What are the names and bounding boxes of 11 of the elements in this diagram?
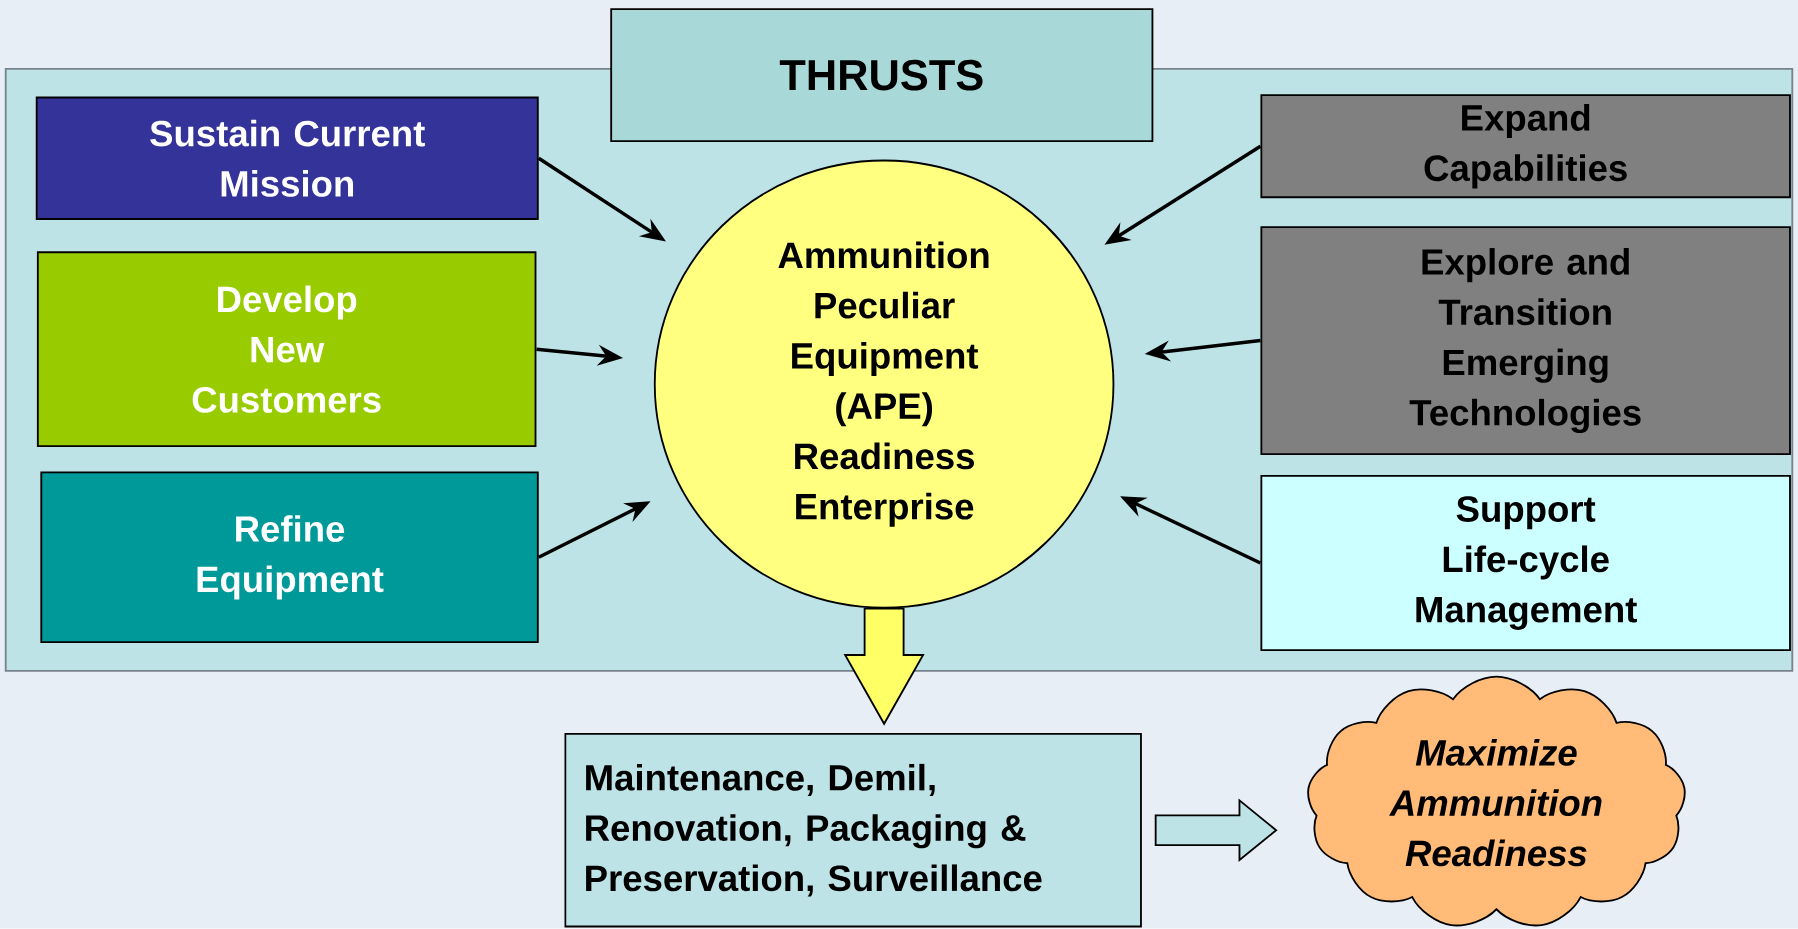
thrust-box: Refine Equipment bbox=[40, 471, 539, 644]
thrust-box: Explore and Transition Emerging Technologies bbox=[1260, 226, 1791, 456]
goal-cloud: Maximize Ammunition Readiness bbox=[1307, 675, 1686, 927]
thrust-box: Expand Capabilities bbox=[1260, 94, 1791, 199]
thrust-box: Support Life-cycle Management bbox=[1260, 475, 1791, 652]
thrust-box: Develop New Customers bbox=[36, 251, 537, 448]
process-box: Maintenance, Demil, Renovation, Packaging & Preservation, Surveillance bbox=[564, 733, 1142, 928]
thrust-box: Sustain Current Mission bbox=[35, 96, 539, 221]
block-arrow bbox=[843, 607, 925, 726]
title-box: THRUSTS bbox=[610, 8, 1154, 143]
block-arrow bbox=[1154, 798, 1278, 863]
